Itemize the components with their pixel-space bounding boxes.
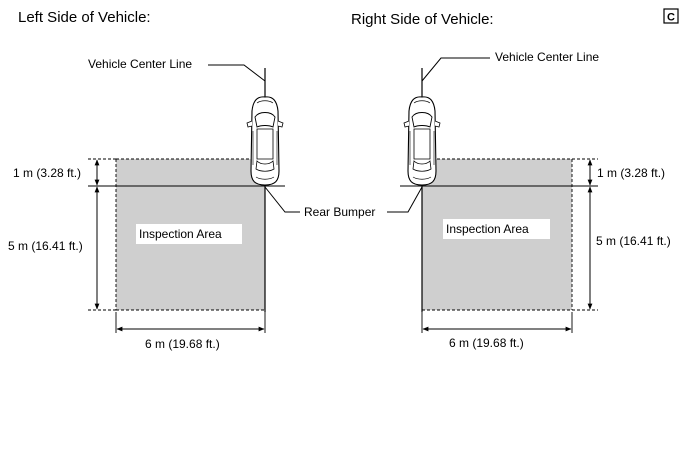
rear-bumper-label: Rear Bumper: [304, 205, 375, 219]
left-area-label: Inspection Area: [139, 227, 222, 241]
left-center-line-label: Vehicle Center Line: [88, 57, 192, 71]
corner-badge-box: [663, 8, 679, 24]
right-dim-side-label: 5 m (16.41 ft.): [596, 234, 671, 248]
right-panel: Right Side of Vehicle: Vehicle Center Li…: [351, 11, 684, 350]
left-dim-top-label: 1 m (3.28 ft.): [13, 166, 81, 180]
right-dim-top-label: 1 m (3.28 ft.): [597, 166, 665, 180]
left-panel: Left Side of Vehicle: Vehicle Center Lin…: [6, 9, 285, 351]
right-panel-title: Right Side of Vehicle:: [351, 11, 494, 28]
corner-badge: C: [667, 12, 675, 24]
left-panel-title: Left Side of Vehicle:: [18, 9, 151, 26]
left-dim-width-label: 6 m (19.68 ft.): [145, 337, 220, 351]
right-center-line-label: Vehicle Center Line: [495, 50, 599, 64]
right-vehicle-icon: [403, 96, 441, 186]
right-area-label: Inspection Area: [446, 222, 529, 236]
left-vehicle-icon: [246, 96, 284, 186]
left-dim-side-label: 5 m (16.41 ft.): [8, 239, 83, 253]
right-dim-width-label: 6 m (19.68 ft.): [449, 336, 524, 350]
